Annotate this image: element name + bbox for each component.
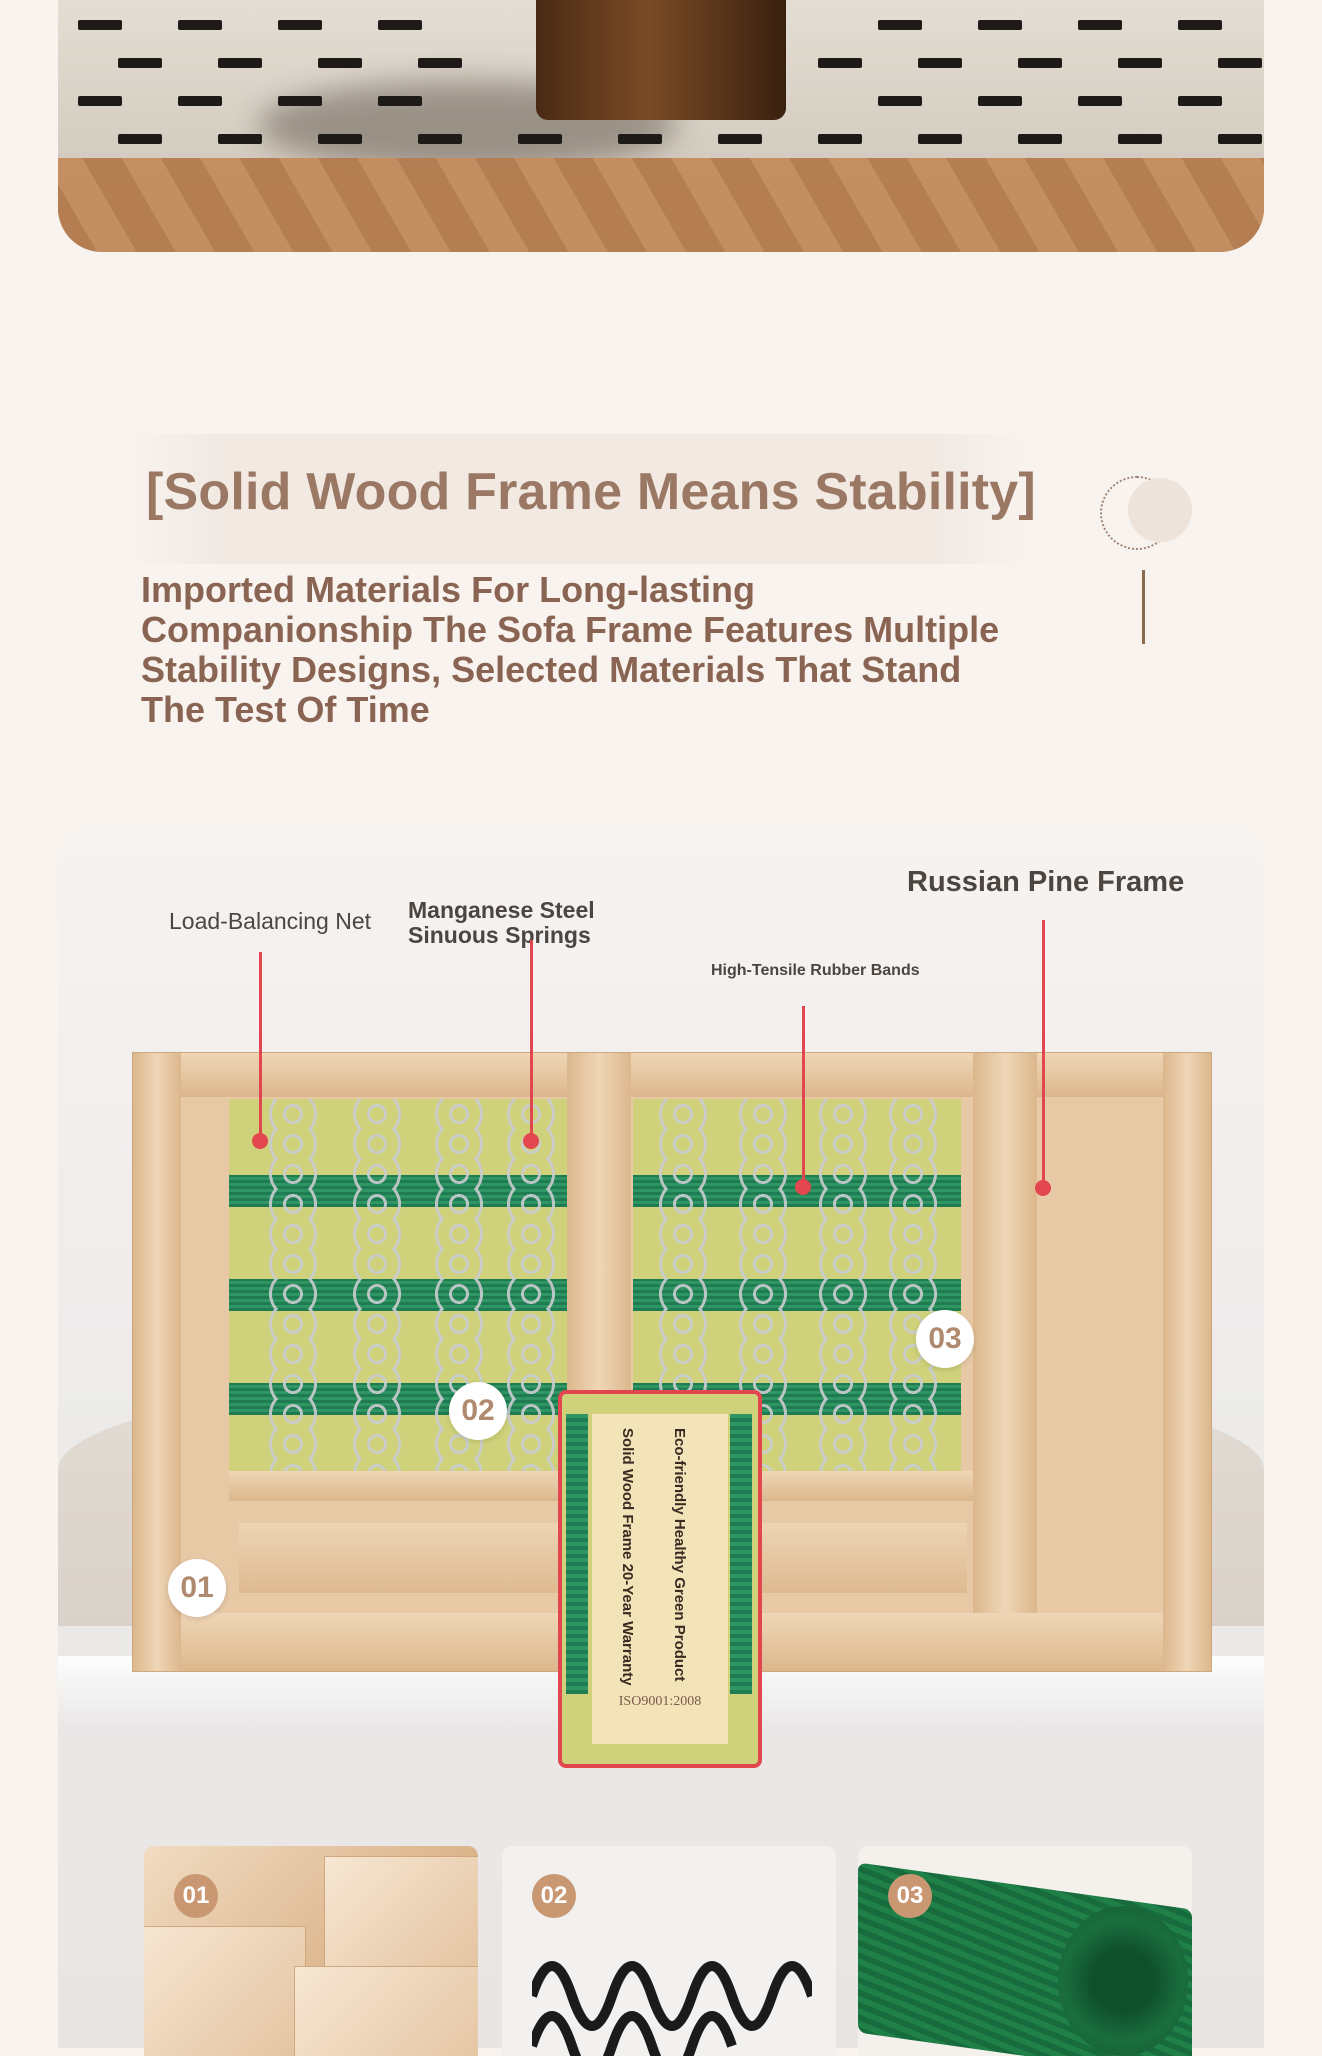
rug-dash bbox=[1218, 58, 1262, 68]
label-springs-line1: Manganese Steel bbox=[408, 897, 595, 923]
callout-line-bands bbox=[802, 1006, 805, 1188]
coffee-table bbox=[536, 0, 786, 120]
rug-dash bbox=[1018, 58, 1062, 68]
callout-line-springs bbox=[530, 940, 533, 1140]
seal-dot bbox=[1128, 478, 1192, 542]
frame-end-post bbox=[1163, 1053, 1211, 1671]
rug-dash bbox=[818, 58, 862, 68]
rug-dash bbox=[1078, 20, 1122, 30]
section-title: [Solid Wood Frame Means Stability] bbox=[146, 463, 1036, 521]
frame-left-post bbox=[133, 1053, 181, 1671]
rug-dash bbox=[978, 20, 1022, 30]
thumbnail-number: 02 bbox=[532, 1874, 576, 1918]
frame-right-post bbox=[973, 1053, 1037, 1613]
tag-iso: ISO9001:2008 bbox=[618, 1694, 702, 1709]
rug-dash bbox=[218, 134, 262, 144]
spring bbox=[347, 1099, 407, 1471]
rug-dash bbox=[1218, 134, 1262, 144]
warranty-tag: Eco-friendly Healthy Green Product Solid… bbox=[558, 1390, 762, 1768]
spring bbox=[501, 1099, 561, 1471]
rug-dash bbox=[218, 58, 262, 68]
thumbnail-number: 01 bbox=[174, 1874, 218, 1918]
callout-dot-springs bbox=[523, 1133, 539, 1149]
callout-dot-pine bbox=[1035, 1180, 1051, 1196]
rug-dash bbox=[318, 134, 362, 144]
rug-dash bbox=[878, 96, 922, 106]
rug-dash bbox=[178, 20, 222, 30]
rug-dash bbox=[418, 134, 462, 144]
badge-02: 02 bbox=[449, 1382, 507, 1440]
rug-dash bbox=[1178, 96, 1222, 106]
rug-dash bbox=[1078, 96, 1122, 106]
tag-eco-friendly: Eco-friendly Healthy Green Product bbox=[671, 1428, 688, 1682]
rug-dash bbox=[618, 134, 662, 144]
rug-dash bbox=[818, 134, 862, 144]
callout-dot-net bbox=[252, 1133, 268, 1149]
spring bbox=[263, 1099, 323, 1471]
thumbnail-sinuous-springs: 02 bbox=[502, 1846, 836, 2056]
section-subtitle: Imported Materials For Long-lasting Comp… bbox=[141, 569, 1000, 730]
rug-dash bbox=[78, 96, 122, 106]
label-rubber-bands: High-Tensile Rubber Bands bbox=[711, 962, 920, 979]
seal-divider bbox=[1142, 570, 1145, 644]
rug-dash bbox=[918, 58, 962, 68]
seat-left bbox=[229, 1099, 567, 1471]
callout-dot-bands bbox=[795, 1179, 811, 1195]
rug-dash bbox=[1018, 134, 1062, 144]
tag-warranty: Solid Wood Frame 20-Year Warranty bbox=[619, 1428, 636, 1686]
callout-line-net bbox=[259, 952, 262, 1144]
frame-top-rail bbox=[133, 1053, 1211, 1097]
thumbnail-rubber-bands: 03 bbox=[858, 1846, 1192, 2056]
rug-dash bbox=[418, 58, 462, 68]
spring bbox=[883, 1099, 943, 1471]
wood-floor bbox=[58, 158, 1264, 252]
rug-dash bbox=[1118, 58, 1162, 68]
rug-dash bbox=[278, 20, 322, 30]
rug-dash bbox=[1178, 20, 1222, 30]
label-springs-line2: Sinuous Springs bbox=[408, 922, 591, 948]
rug-dash bbox=[318, 58, 362, 68]
hero-photo bbox=[58, 0, 1264, 252]
rug-dash bbox=[878, 20, 922, 30]
label-load-balancing-net: Load-Balancing Net bbox=[169, 908, 372, 934]
thumbnail-number: 03 bbox=[888, 1874, 932, 1918]
rug-dash bbox=[378, 96, 422, 106]
rug-dash bbox=[278, 96, 322, 106]
rug-dash bbox=[178, 96, 222, 106]
rug-dash bbox=[1118, 134, 1162, 144]
spring bbox=[813, 1099, 873, 1471]
rug-dash bbox=[718, 134, 762, 144]
rug-dash bbox=[378, 20, 422, 30]
badge-03: 03 bbox=[916, 1310, 974, 1368]
rug-dash bbox=[78, 20, 122, 30]
spring-icon bbox=[532, 1961, 812, 2056]
label-russian-pine-frame: Russian Pine Frame bbox=[907, 866, 1185, 898]
rug-dash bbox=[518, 134, 562, 144]
thumbnail-solid-wood: 01 bbox=[144, 1846, 478, 2056]
rug-dash bbox=[978, 96, 1022, 106]
rug-dash bbox=[918, 134, 962, 144]
title-band bbox=[130, 434, 1026, 564]
badge-01: 01 bbox=[168, 1559, 226, 1617]
callout-line-pine bbox=[1042, 920, 1045, 1188]
rug-dash bbox=[118, 134, 162, 144]
rug-dash bbox=[118, 58, 162, 68]
